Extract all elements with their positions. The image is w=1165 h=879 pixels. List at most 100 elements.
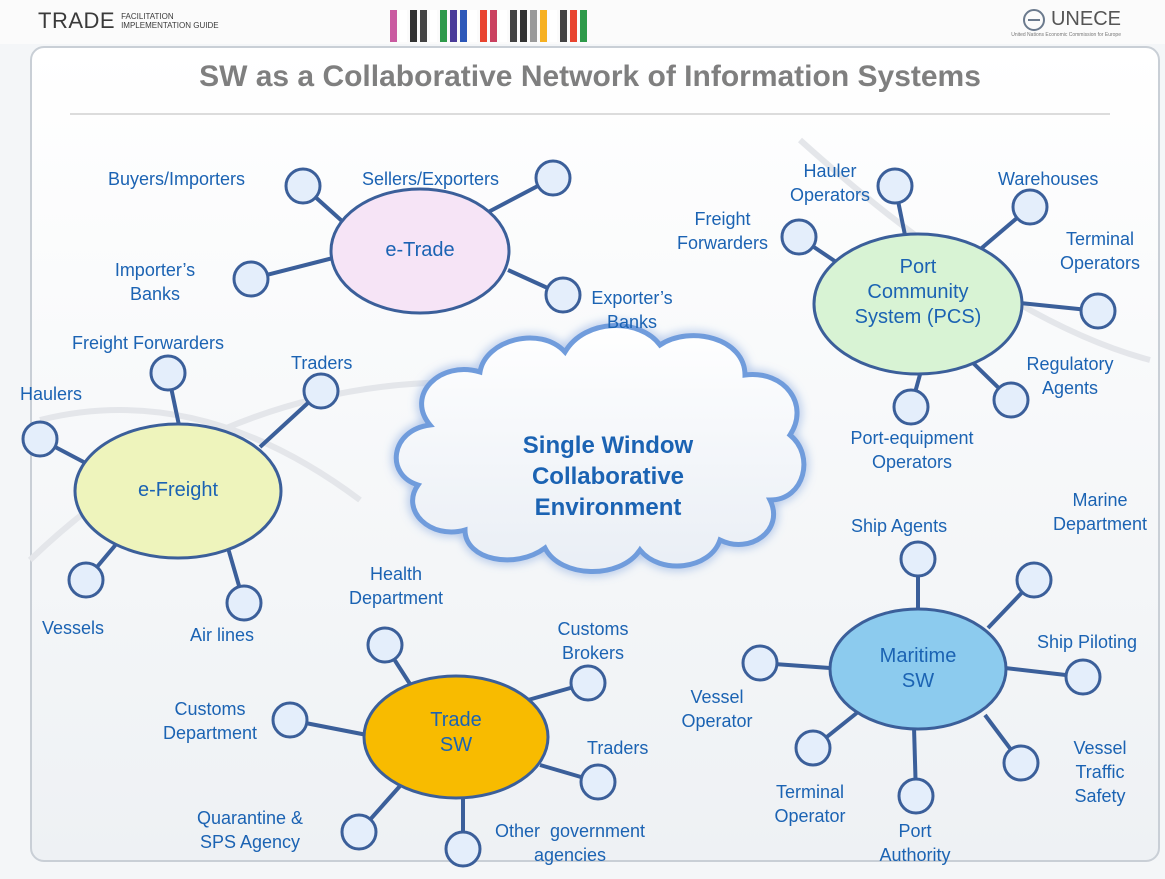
node-vessels [67, 561, 105, 599]
label-marine-department: Marine Department [1040, 488, 1160, 536]
color-stripe [550, 10, 557, 42]
label-traders-efreight: Traders [291, 353, 353, 373]
node-terminal-operator [794, 729, 832, 767]
e-trade-hub-label: e-Trade [385, 239, 455, 261]
brand-sub-text: FACILITATION IMPLEMENTATION GUIDE [121, 12, 219, 30]
color-stripes-decoration [390, 10, 587, 42]
color-stripe [530, 10, 537, 42]
maritime-sw-hub [828, 607, 1008, 731]
node-other-government [444, 830, 482, 868]
label-terminal-operators: Terminal Operators [1045, 227, 1155, 275]
cloud-label: Single Window Collaborative Environment [488, 430, 728, 523]
label-ff-pcs-line-1: Freight [694, 209, 751, 229]
node-air-lines [225, 584, 263, 622]
brand-sub-line-1: FACILITATION [121, 12, 174, 21]
node-customs-department [271, 701, 309, 739]
label-health-department-line-1: Health [369, 564, 423, 584]
label-ship-agents: Ship Agents [851, 516, 948, 536]
label-terminal-operator: Terminal Operator [755, 780, 865, 828]
label-port-authority: Port Authority [860, 819, 970, 867]
color-stripe [570, 10, 577, 42]
label-port-authority-line-2: Authority [879, 845, 951, 865]
label-other-government-line-1: Other government [494, 821, 646, 841]
color-stripe [460, 10, 467, 42]
label-buyers-importers: Buyers/Importers [108, 169, 246, 189]
label-ff-pcs-line-2: Forwarders [676, 233, 769, 253]
label-other-government-line-2: agencies [533, 845, 607, 865]
label-ship-piloting: Ship Piloting [1037, 632, 1138, 652]
label-vessel-traffic-line-3: Safety [1074, 786, 1126, 806]
color-stripe [540, 10, 547, 42]
maritime-sw-line-1: Maritime [879, 645, 957, 667]
e-freight-hub [73, 422, 283, 560]
label-regulatory-agents-line-2: Agents [1041, 378, 1099, 398]
label-regulatory-agents-line-1: Regulatory [1026, 354, 1114, 374]
label-freight-forwarders-pcs: Freight Forwarders [665, 207, 780, 255]
node-port-equipment [892, 388, 930, 426]
pcs-hub-line-2: Community [867, 281, 969, 303]
label-quarantine: Quarantine & SPS Agency [180, 806, 320, 854]
pcs-hub-line-1: Port [899, 256, 937, 278]
node-freight-forwarders-pcs [780, 218, 818, 256]
label-hauler-operators-line-2: Operators [789, 185, 871, 205]
cloud-line-2: Collaborative [531, 463, 685, 490]
color-stripe [560, 10, 567, 42]
title-divider [70, 113, 1110, 115]
brand-sub-line-2: IMPLEMENTATION GUIDE [121, 21, 219, 30]
label-terminal-operators-line-2: Operators [1059, 253, 1141, 273]
color-stripe [440, 10, 447, 42]
node-freight-forwarders [149, 354, 187, 392]
color-stripe [400, 10, 407, 42]
label-marine-department-line-1: Marine [1072, 490, 1128, 510]
label-port-equipment-line-2: Operators [871, 452, 953, 472]
label-port-equipment: Port-equipment Operators [826, 426, 998, 474]
color-stripe [430, 10, 437, 42]
color-stripe [410, 10, 417, 42]
brand-main-text: TRADE [38, 8, 116, 33]
label-hauler-operators-line-1: Hauler [803, 161, 857, 181]
label-exporters-banks-line-1: Exporter’s [591, 288, 673, 308]
node-exporters-banks [544, 276, 582, 314]
label-importers-banks: Importer’s Banks [100, 258, 210, 306]
un-globe-icon [1022, 8, 1045, 31]
node-importers-banks [232, 260, 270, 298]
color-stripe [450, 10, 457, 42]
label-marine-department-line-2: Department [1052, 514, 1148, 534]
label-port-authority-line-1: Port [898, 821, 932, 841]
trade-sw-hub-label: Trade SW [396, 708, 516, 758]
node-vessel-operator [741, 644, 779, 682]
node-buyers-importers [284, 167, 322, 205]
trade-sw-line-2: SW [439, 734, 473, 756]
color-stripe [470, 10, 477, 42]
label-sellers-exporters: Sellers/Exporters [362, 169, 500, 189]
label-vessels: Vessels [42, 618, 105, 638]
node-haulers [21, 420, 59, 458]
port-community-system-hub [812, 232, 1024, 376]
node-customs-brokers [569, 664, 607, 702]
node-circles [21, 159, 1117, 868]
label-hauler-operators: Hauler Operators [775, 159, 885, 207]
label-customs-department-line-1: Customs [174, 699, 246, 719]
node-sellers-exporters [534, 159, 572, 197]
label-vessel-traffic-line-2: Traffic [1075, 762, 1125, 782]
unece-logo: UNECE [1022, 8, 1121, 31]
label-vessel-operator: Vessel Operator [662, 685, 772, 733]
label-freight-forwarders: Freight Forwarders [72, 333, 225, 353]
label-customs-department-line-2: Department [162, 723, 258, 743]
label-vessel-operator-line-1: Vessel [690, 687, 744, 707]
label-importers-banks-line-1: Importer’s [114, 260, 196, 280]
unece-subtitle: United Nations Economic Commission for E… [1011, 32, 1121, 38]
label-health-department: Health Department [336, 562, 456, 610]
label-health-department-line-2: Department [348, 588, 444, 608]
label-other-government: Other government agencies [470, 819, 670, 867]
node-quarantine [340, 813, 378, 851]
label-port-equipment-line-1: Port-equipment [850, 428, 974, 448]
label-vessel-traffic-line-1: Vessel [1073, 738, 1127, 758]
single-window-cloud [393, 323, 807, 574]
color-stripe [490, 10, 497, 42]
cloud-line-3: Environment [534, 494, 682, 521]
node-hauler-operators [876, 167, 914, 205]
node-traders-tradesw [579, 763, 617, 801]
node-regulatory-agents [992, 381, 1030, 419]
